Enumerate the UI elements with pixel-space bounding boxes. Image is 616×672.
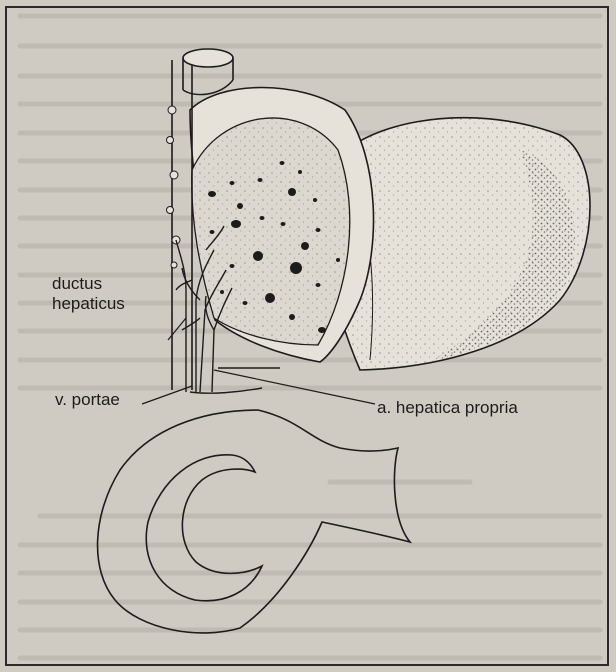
label-ductus-hepaticus-line1: ductus	[52, 274, 102, 294]
label-ductus-hepaticus-line2: hepaticus	[52, 294, 125, 314]
duodenum	[98, 410, 410, 633]
label-vena-portae: v. portae	[55, 390, 120, 410]
label-arteria-hepatica-propria: a. hepatica propria	[377, 398, 518, 418]
